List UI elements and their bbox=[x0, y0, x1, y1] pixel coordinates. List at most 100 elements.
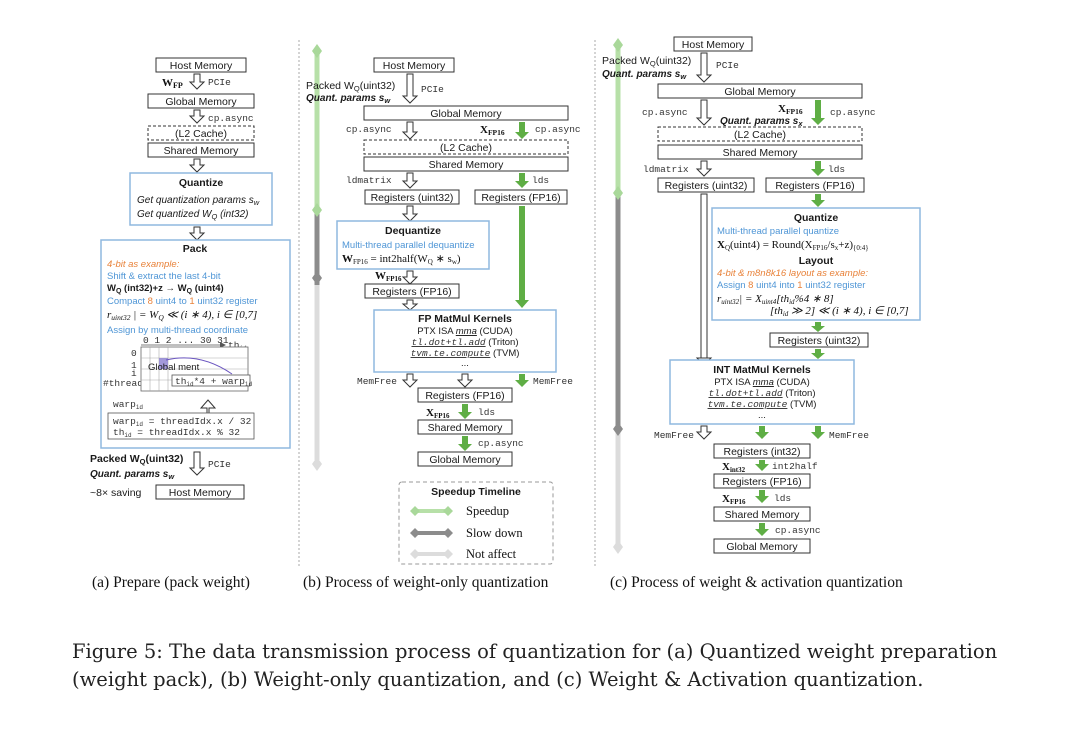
c-matmul-line2: tl.dot+tl.add (Triton) bbox=[708, 388, 815, 399]
a-grid-top-ticks: 0 1 2 ... 30 31 bbox=[143, 335, 229, 346]
c-reg-fp16-label: Registers (FP16) bbox=[775, 180, 854, 192]
c-timeline-diamond-1 bbox=[613, 186, 623, 200]
c-cpasync-left: cp.async bbox=[642, 107, 688, 118]
b-cpasync-b-label: cp.async bbox=[478, 438, 524, 449]
a-code-line1: warpid = threadIdx.x / 32 bbox=[113, 416, 252, 428]
a-grid-row-0: 0 bbox=[131, 348, 137, 359]
c-arrow-memfree-left bbox=[695, 425, 713, 440]
c-layout-line4: [thid ≫ 2] ≪ (i ∗ 4), i ∈ [0,7] bbox=[770, 305, 909, 318]
a-pcie-label: PCIe bbox=[208, 77, 231, 88]
b-reg-uint32-label: Registers (uint32) bbox=[371, 192, 454, 204]
b-pcie-label: PCIe bbox=[421, 84, 444, 95]
c-memfree-right: MemFree bbox=[829, 430, 869, 441]
a-quantize-line1: Get quantization params sw bbox=[137, 195, 260, 207]
b-l2-cache-box bbox=[363, 139, 569, 155]
a-packed-label: Packed WQ(uint32) bbox=[90, 453, 183, 466]
c-host-memory-box bbox=[673, 36, 753, 52]
legend-title: Speedup Timeline bbox=[431, 486, 521, 498]
c-arrow-lds-c bbox=[755, 490, 769, 503]
b-matmul-title: FP MatMul Kernels bbox=[418, 313, 512, 325]
c-reg-uint32-label: Registers (uint32) bbox=[665, 180, 748, 192]
b-dequant-line2: WFP16 = int2half(WQ ∗ sw) bbox=[342, 253, 461, 266]
b-global-memory-box bbox=[363, 105, 569, 121]
b-xfp16-label: XFP16 bbox=[480, 124, 505, 137]
b-shared-memory-b-label: Shared Memory bbox=[428, 422, 503, 434]
c-shared-memory-box bbox=[657, 144, 863, 160]
c-xfp16-c-label: XFP16 bbox=[722, 493, 746, 506]
legend-notaffect: Not affect bbox=[466, 547, 517, 561]
a-grid-global-mem: Global ment bbox=[148, 362, 200, 373]
a-arrow-pcie2 bbox=[188, 451, 206, 476]
c-reg-fp16-2-label: Registers (FP16) bbox=[722, 476, 801, 488]
a-l2-cache-label: (L2 Cache) bbox=[175, 128, 227, 140]
c-xint32-label: Xint32 bbox=[722, 461, 746, 474]
c-reg-int32-label: Registers (int32) bbox=[723, 446, 800, 458]
b-reg-fp16-2-label: Registers (FP16) bbox=[372, 286, 451, 298]
b-matmul-line2: tl.dot+tl.add (Triton) bbox=[411, 337, 518, 348]
c-long-hollow-shaft bbox=[700, 193, 708, 360]
c-arrow-to-quantize bbox=[811, 194, 825, 207]
a-grid-row-label: #thread/32 bbox=[103, 378, 160, 389]
a-code-line2: thid = threadIdx.x % 32 bbox=[113, 427, 240, 439]
legend-slowdown-diamonds bbox=[410, 528, 453, 538]
b-reg-fp16-3-label: Registers (FP16) bbox=[425, 390, 504, 402]
c-quantize-title: Quantize bbox=[794, 212, 838, 224]
a-grid-index-text: thid*4 + warpid bbox=[175, 376, 253, 388]
c-global-memory-label: Global Memory bbox=[724, 86, 796, 98]
a-grid-row-i: i bbox=[131, 368, 137, 379]
b-host-memory-label: Host Memory bbox=[383, 60, 446, 72]
c-shared-memory-c-box bbox=[713, 506, 811, 522]
c-lds-label: lds bbox=[828, 164, 845, 175]
a-grid-index-box bbox=[171, 374, 251, 387]
b-matmul-box bbox=[373, 309, 557, 373]
b-xfp16-b-label: XFP16 bbox=[426, 407, 450, 420]
panel-b: Host Memory Packed WQ(uint32) Quant. par… bbox=[306, 44, 581, 565]
b-arrow-cpasync-left bbox=[401, 121, 419, 140]
subcaption-b: (b) Process of weight-only quantization bbox=[303, 574, 549, 591]
c-global-memory-box bbox=[657, 83, 863, 99]
c-layout-line1: 4-bit & m8n8k16 layout as example: bbox=[717, 268, 868, 279]
c-pcie-label: PCIe bbox=[716, 60, 739, 71]
c-matmul-line1: PTX ISA mma (CUDA) bbox=[714, 377, 810, 388]
c-memfree-left: MemFree bbox=[654, 430, 694, 441]
c-reg-fp16-2-box bbox=[713, 473, 811, 489]
b-wfp16-label: WFP16 bbox=[375, 270, 402, 283]
b-timeline-diamond-1 bbox=[312, 203, 322, 217]
c-reg-int32-box bbox=[713, 443, 811, 459]
c-reg-fp16-box bbox=[765, 177, 865, 193]
c-l2-cache-box bbox=[657, 126, 863, 142]
a-shared-memory-box bbox=[147, 142, 255, 158]
a-pack-line2: Shift & extract the last 4-bit bbox=[107, 271, 221, 282]
a-pack-line4: Compact 8 uint4 to 1 uint32 register bbox=[107, 296, 258, 307]
c-arrow-matmul-out bbox=[755, 426, 769, 439]
legend-speedup: Speedup bbox=[466, 504, 509, 518]
c-cpasync-c-label: cp.async bbox=[775, 525, 821, 536]
a-pack-title: Pack bbox=[183, 243, 208, 255]
b-packed-label: Packed WQ(uint32) bbox=[306, 80, 395, 93]
c-arrow-int2half bbox=[755, 460, 769, 471]
b-matmul-line3: tvm.te.compute (TVM) bbox=[411, 348, 520, 359]
b-matmul-line1: PTX ISA mma (CUDA) bbox=[417, 326, 513, 337]
a-wfp-label: WFP bbox=[162, 77, 183, 90]
c-timeline-diamond-top bbox=[613, 38, 623, 52]
c-arrow-memfree-right bbox=[811, 426, 825, 439]
c-arrow-cpasync-right bbox=[811, 100, 825, 125]
c-reg-uint32-2-label: Registers (uint32) bbox=[778, 335, 861, 347]
b-arrow-cpasync-right bbox=[515, 122, 529, 139]
c-int2half-label: int2half bbox=[772, 461, 818, 472]
a-grid-curve-arrow bbox=[165, 357, 233, 375]
c-quant-params-x: Quant. params sx bbox=[720, 116, 803, 128]
a-pack-line1: 4-bit as example: bbox=[107, 259, 180, 270]
a-quantize-line2: Get quantized WQ (int32) bbox=[137, 209, 248, 221]
c-reg-uint32-box bbox=[657, 177, 755, 193]
c-matmul-box bbox=[669, 359, 855, 425]
panel-c: Host Memory Packed WQ(uint32) Quant. par… bbox=[602, 36, 921, 554]
b-memfree-right: MemFree bbox=[533, 376, 573, 387]
b-arrow-ldmatrix bbox=[401, 172, 419, 189]
c-arrow-to-matmul bbox=[811, 349, 825, 359]
b-reg-fp16-2-box bbox=[364, 283, 460, 299]
c-reg-uint32-2-box bbox=[769, 332, 869, 348]
b-host-memory-box bbox=[373, 57, 455, 73]
c-arrow-cpasync-left bbox=[695, 99, 713, 126]
c-arrow-ldmatrix bbox=[695, 160, 713, 177]
